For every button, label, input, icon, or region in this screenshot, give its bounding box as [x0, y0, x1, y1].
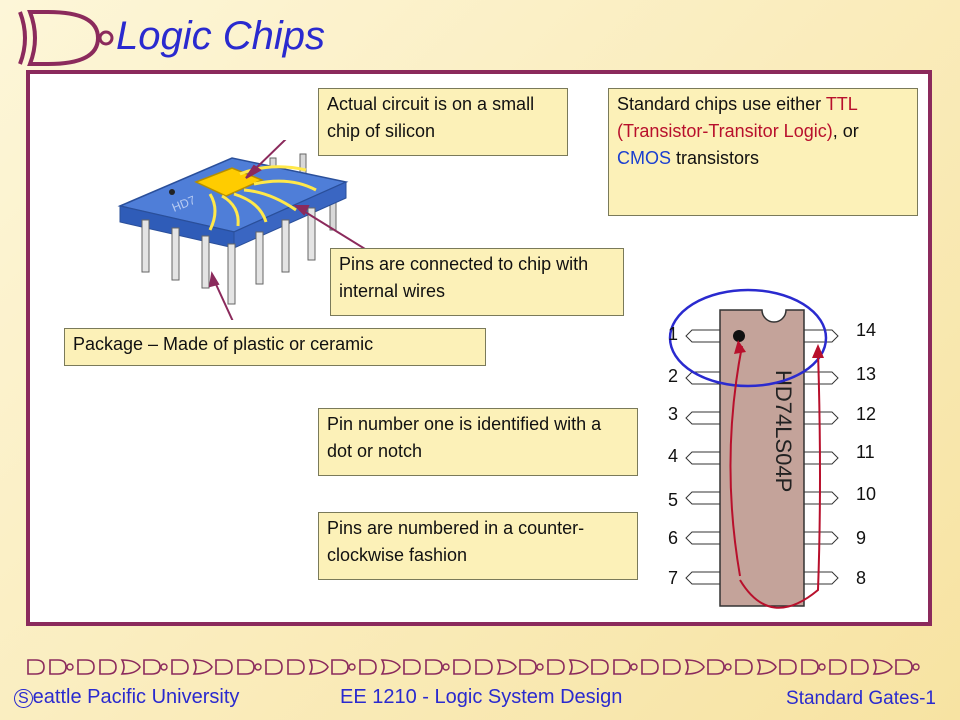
pin-label-7: 7	[668, 568, 679, 588]
pin-one-dot	[733, 330, 745, 342]
pin-label-6: 6	[668, 528, 679, 548]
gate-logo-icon	[18, 10, 114, 66]
callout-silicon: Actual circuit is on a small chip of sil…	[318, 88, 568, 156]
university-initial: S	[14, 689, 33, 708]
callout-wires: Pins are connected to chip with internal…	[330, 248, 624, 316]
footer-slide-ref: Standard Gates-1	[786, 688, 936, 709]
chip-label: HD74LS04P	[771, 370, 796, 492]
pin-label-4: 4	[668, 446, 679, 466]
pin-label-8: 8	[856, 568, 867, 588]
footer-course: EE 1210 - Logic System Design	[340, 686, 623, 708]
std-mid: , or	[832, 121, 859, 141]
callout-package: Package – Made of plastic or ceramic	[64, 328, 486, 366]
silicon-die	[194, 167, 264, 197]
pin-label-2: 2	[668, 366, 679, 386]
pin-label-5: 5	[668, 490, 679, 510]
pin-label-12: 12	[856, 404, 877, 424]
ttl-text: TTL (Transistor-Transitor Logic)	[617, 94, 858, 141]
pin-label-10: 10	[856, 484, 877, 504]
pin-label-13: 13	[856, 364, 877, 384]
std-prefix: Standard chips use either	[617, 94, 826, 114]
pin-label-11: 11	[856, 442, 875, 462]
pin-label-14: 14	[856, 320, 877, 340]
cmos-text: CMOS	[617, 148, 671, 168]
page-title: Logic Chips	[116, 14, 326, 58]
std-suffix: transistors	[671, 148, 760, 168]
callout-pin-one: Pin number one is identified with a dot …	[318, 408, 638, 476]
pin-label-1: 1	[668, 324, 679, 344]
callout-standard-chips: Standard chips use either TTL (Transisto…	[608, 88, 918, 216]
dip-chip-diagram: HD74LS04P	[668, 288, 839, 609]
gate-symbol-border-icon	[27, 659, 920, 675]
pin-label-9: 9	[856, 528, 867, 548]
callout-ccw: Pins are numbered in a counter-clockwise…	[318, 512, 638, 580]
pin-label-3: 3	[668, 404, 679, 424]
chip-3d-illustration: HD7	[117, 140, 370, 320]
